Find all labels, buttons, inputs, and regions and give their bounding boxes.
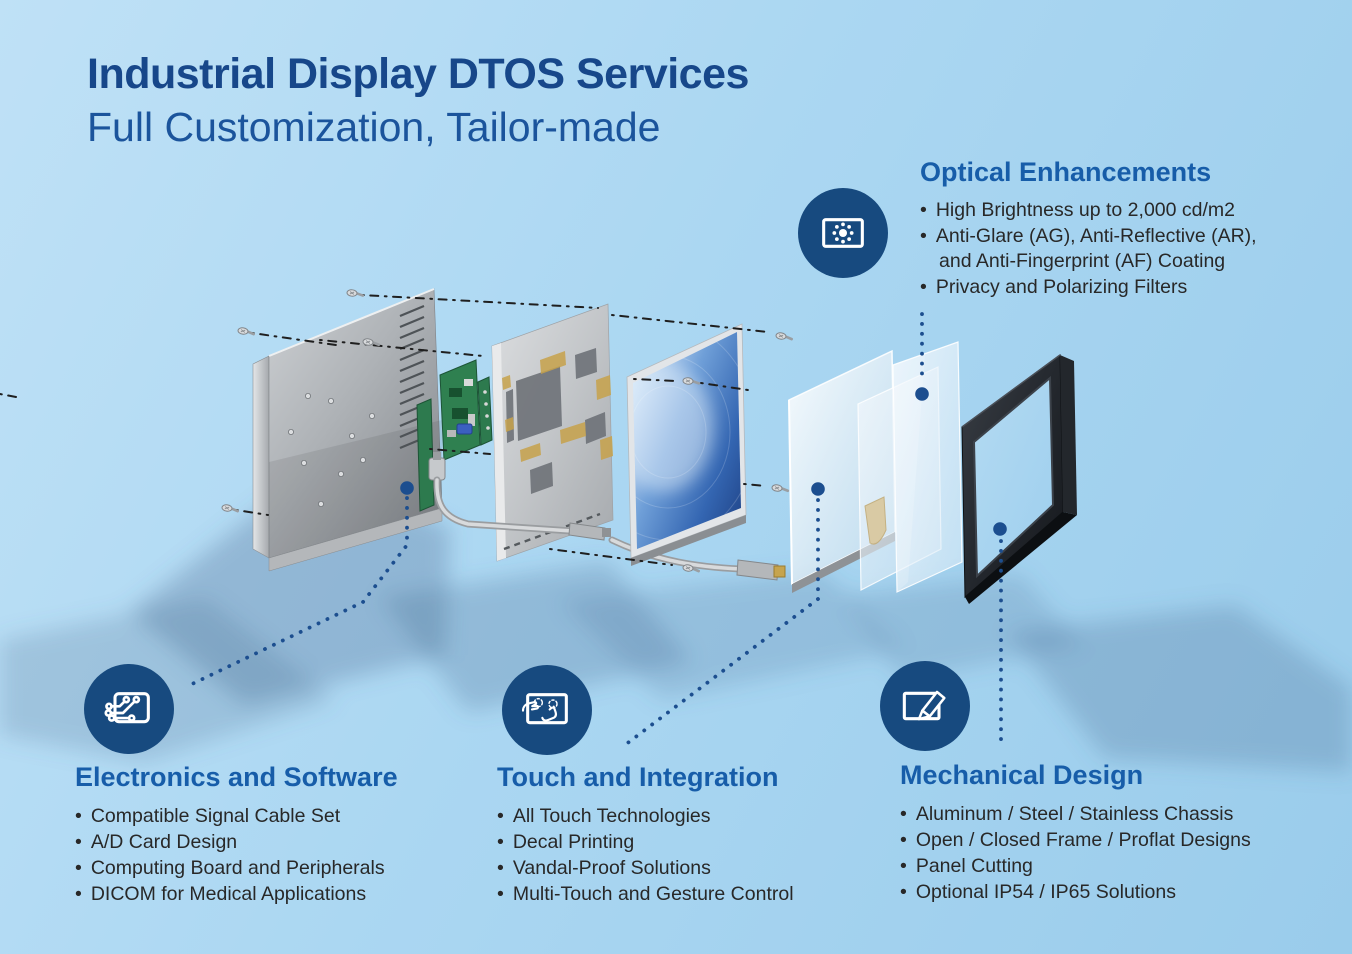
touch-section-title: Touch and Integration — [497, 762, 779, 792]
electronics-section-title: Electronics and Software — [75, 762, 398, 792]
bullet-item: •Open / Closed Frame / Proflat Designs — [900, 829, 1251, 851]
optical-bullet-list: •High Brightness up to 2,000 cd/m2 •Anti… — [920, 198, 1352, 300]
mid-frame — [491, 303, 614, 562]
circuit-board-icon — [84, 664, 174, 754]
bullet-item: •DICOM for Medical Applications — [75, 883, 367, 905]
signal-cables — [433, 476, 786, 581]
tablet-pencil-icon — [880, 661, 970, 751]
dot-mechanical — [993, 522, 1007, 536]
touch-bullet-list: •All Touch Technologies •Decal Printing … — [497, 803, 917, 907]
back-chassis — [252, 288, 443, 572]
section-touch: Touch and Integration •All Touch Technol… — [497, 760, 917, 907]
optical-section-title: Optical Enhancements — [920, 157, 1212, 187]
lcd-panel — [626, 323, 747, 566]
page-header: Industrial Display DTOS Services Full Cu… — [87, 48, 749, 152]
front-bezel — [961, 354, 1077, 604]
bullet-item: •Computing Board and Peripherals — [75, 857, 385, 879]
mechanical-bullet-list: •Aluminum / Steel / Stainless Chassis •O… — [900, 801, 1352, 905]
assembly-guides — [0, 294, 769, 566]
bullet-item: •Panel Cutting — [900, 855, 1033, 877]
callout-dots — [400, 387, 1007, 536]
mechanical-section-title: Mechanical Design — [900, 760, 1144, 790]
bullet-item: •Privacy and Polarizing Filters — [920, 275, 1188, 298]
callout-leaders — [188, 312, 1003, 747]
section-mechanical: Mechanical Design •Aluminum / Steel / St… — [900, 758, 1352, 905]
bullet-item: •Optional IP54 / IP65 Solutions — [900, 881, 1176, 903]
leader-touch — [623, 498, 820, 747]
dot-optical — [915, 387, 929, 401]
ad-board — [428, 359, 493, 481]
brightness-display-icon — [798, 188, 888, 278]
bullet-item: •High Brightness up to 2,000 cd/m2 — [920, 199, 1236, 221]
touch-gesture-icon — [502, 665, 592, 755]
page-title: Industrial Display DTOS Services — [87, 50, 749, 98]
bullet-item: •Aluminum / Steel / Stainless Chassis — [900, 803, 1234, 825]
dot-electronics — [400, 481, 414, 495]
bullet-item: •Anti-Glare (AG), Anti-Reflective (AR), — [920, 224, 1257, 247]
bullet-item: •Multi-Touch and Gesture Control — [497, 883, 794, 905]
bullet-item: •Compatible Signal Cable Set — [75, 805, 341, 827]
bullet-item: •All Touch Technologies — [497, 805, 711, 827]
section-optical: Optical Enhancements •High Brightness up… — [920, 155, 1352, 300]
bullet-item: •A/D Card Design — [75, 831, 238, 853]
ground-shadows — [0, 470, 1352, 772]
dot-touch — [811, 482, 825, 496]
electronics-bullet-list: •Compatible Signal Cable Set •A/D Card D… — [75, 803, 505, 907]
bullet-item: •Vandal-Proof Solutions — [497, 857, 711, 879]
section-electronics: Electronics and Software •Compatible Sig… — [75, 760, 505, 907]
optical-film — [892, 341, 963, 593]
page-subtitle: Full Customization, Tailor-made — [87, 104, 661, 150]
bullet-item-continuation: and Anti-Fingerprint (AF) Coating — [939, 250, 1226, 272]
bullet-item: •Decal Printing — [497, 831, 635, 853]
